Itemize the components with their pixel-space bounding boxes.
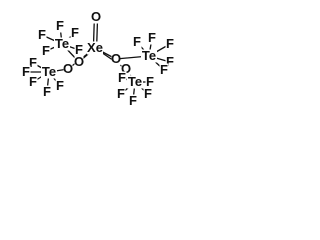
atom-label-f3e: F [133,34,141,49]
atom-label-f2a: F [29,55,37,70]
atom-label-f2d: F [43,84,51,99]
atom-bg-f4e [145,75,155,89]
atom-f4d: F [143,86,153,101]
atom-label-f4c: F [129,93,137,108]
atom-bg-f1d [41,44,51,58]
atom-bg-f3b [165,37,175,51]
atom-te4: Te [127,74,143,89]
atom-xe: Xe [87,40,103,55]
atom-f2c: F [28,74,38,89]
atom-bg-f2a [28,56,38,70]
atom-label-f4a: F [118,70,126,85]
atom-te1: Te [54,36,70,51]
atom-bg-f1c [70,26,80,40]
atom-label-f2c: F [29,74,37,89]
atom-bg-te3 [141,49,157,63]
atom-o0: O [91,9,101,24]
atom-bg-f4d [143,87,153,101]
atom-te3: Te [141,48,157,63]
atom-f2b: F [21,64,31,79]
atom-label-xe: Xe [87,40,103,55]
atom-label-o2: O [63,61,73,76]
atom-label-te4: Te [128,74,142,89]
atom-bg-f3c [165,55,175,69]
atom-f2d: F [42,84,52,99]
atom-f1d: F [41,43,51,58]
atom-bg-xe [87,41,103,55]
atom-label-te1: Te [55,36,69,51]
atom-label-te2: Te [42,64,56,79]
atom-label-o4: O [121,61,131,76]
atom-f3e: F [132,34,142,49]
atom-f4a: F [117,70,127,85]
atom-te2: Te [41,64,57,79]
atom-f2a: F [28,55,38,70]
atom-f1a: F [55,18,65,33]
atom-label-f3c: F [166,54,174,69]
atom-bg-f2d [42,85,52,99]
atom-o4: O [121,61,131,76]
atom-label-f3a: F [148,30,156,45]
atom-label-f1d: F [42,43,50,58]
atom-bg-f1b [37,28,47,42]
atom-o1: O [74,54,84,69]
atom-bg-f4c [128,94,138,108]
atom-label-f2e: F [56,78,64,93]
atom-bg-o2 [63,62,73,76]
atom-f1c: F [70,25,80,40]
atom-bg-te2 [41,65,57,79]
atom-f3b: F [165,36,175,51]
atom-label-f3b: F [166,36,174,51]
atom-label-f3d: F [160,62,168,77]
atom-label-f1c: F [71,25,79,40]
atom-bg-te4 [127,75,143,89]
atom-f4c: F [128,93,138,108]
atom-f2e: F [55,78,65,93]
atom-o3: O [111,51,121,66]
atom-bg-f2e [55,79,65,93]
atom-f3d: F [159,62,169,77]
atom-bg-f1e [74,43,84,57]
atom-o2: O [63,61,73,76]
atom-label-te3: Te [142,48,156,63]
atom-bg-o3 [111,52,121,66]
atom-f3c: F [165,54,175,69]
atom-bg-f3d [159,63,169,77]
atom-f1e: F [74,42,84,57]
atom-label-f1e: F [75,42,83,57]
atom-label-f4e: F [146,74,154,89]
atom-bg-o0 [91,10,101,24]
atom-bg-f2c [28,75,38,89]
atom-bg-f2b [21,65,31,79]
atom-label-o3: O [111,51,121,66]
atom-label-o1: O [74,54,84,69]
atom-label-f4b: F [117,86,125,101]
atom-bg-o1 [74,55,84,69]
atom-bg-te1 [54,37,70,51]
atom-label-o0: O [91,9,101,24]
atom-bg-f4b [116,87,126,101]
atom-f4e: F [145,74,155,89]
atom-bg-f4a [117,71,127,85]
atom-label-f4d: F [144,86,152,101]
atom-label-f2b: F [22,64,30,79]
atom-bg-o4 [121,62,131,76]
atom-f1b: F [37,27,47,42]
atom-bg-f3a [147,31,157,45]
atom-bg-f1a [55,19,65,33]
atom-f4b: F [116,86,126,101]
atom-label-f1b: F [38,27,46,42]
atom-bg-f3e [132,35,142,49]
atom-label-f1a: F [56,18,64,33]
atom-f3a: F [147,30,157,45]
